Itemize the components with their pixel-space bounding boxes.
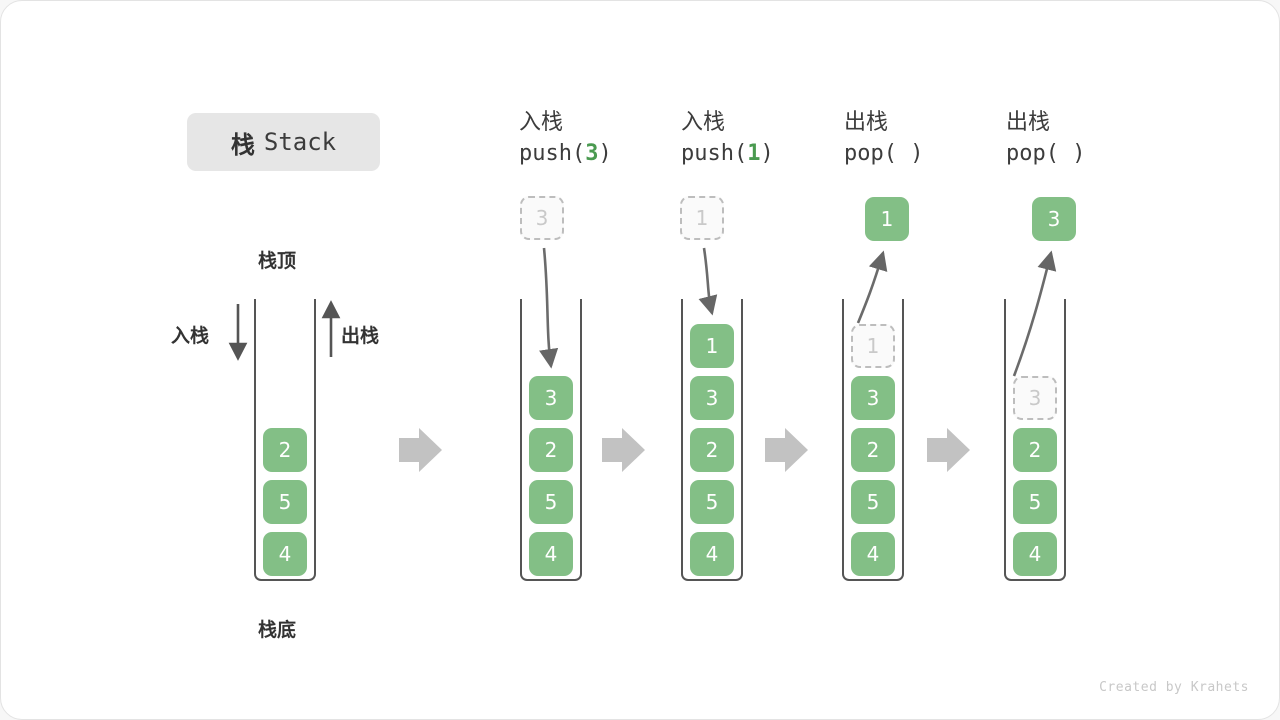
stack-cell-ghost: 3 [1013, 376, 1057, 420]
column-op-label: 入栈 [681, 109, 726, 134]
stack-cell: 1 [690, 324, 734, 368]
stack-bottom-label: 栈底 [258, 620, 297, 641]
column-op-label: 出栈 [844, 109, 889, 134]
stack-pop-1: 4 5 2 3 1 [842, 299, 904, 581]
column-call-label: pop( ) [1006, 141, 1086, 166]
pop-direction-label: 出栈 [341, 326, 380, 347]
title-latin: Stack [263, 128, 337, 156]
stack-push-3: 4 5 2 3 [520, 299, 582, 581]
stack-top-label: 栈顶 [258, 251, 297, 272]
stack-cell: 2 [529, 428, 573, 472]
stack-cell: 5 [1013, 480, 1057, 524]
stack-cell: 4 [851, 532, 895, 576]
stack-cell: 4 [529, 532, 573, 576]
reference-stack: 4 5 2 [254, 299, 316, 581]
column-header-push-1: 入栈 push(1) [681, 107, 851, 171]
stack-cell: 4 [263, 532, 307, 576]
column-header-push-3: 入栈 push(3) [519, 107, 689, 171]
column-op-label: 入栈 [519, 109, 564, 134]
column-header-pop-3: 出栈 pop( ) [1006, 107, 1176, 171]
stack-cell: 5 [851, 480, 895, 524]
stack-cells: 4 5 2 3 1 [681, 316, 743, 576]
floating-cell-pop-1: 1 [865, 197, 909, 241]
stack-cell: 3 [690, 376, 734, 420]
floating-cell-pop-3: 3 [1032, 197, 1076, 241]
title-cjk: 栈 [230, 131, 255, 159]
reference-stack-cells: 4 5 2 [254, 420, 316, 576]
stack-cell: 4 [1013, 532, 1057, 576]
page-title: 栈 Stack [187, 113, 380, 171]
column-op-label: 出栈 [1006, 109, 1051, 134]
stack-cells: 4 5 2 3 [520, 368, 582, 576]
column-call-label: push(3) [519, 141, 612, 166]
stack-cell: 2 [1013, 428, 1057, 472]
stack-cell: 3 [851, 376, 895, 420]
stack-cell: 4 [690, 532, 734, 576]
stack-cell: 5 [263, 480, 307, 524]
stack-cell: 2 [851, 428, 895, 472]
stack-push-1: 4 5 2 3 1 [681, 299, 743, 581]
stack-cell: 3 [529, 376, 573, 420]
transition-arrow-3 [765, 428, 808, 472]
column-call-label: pop( ) [844, 141, 924, 166]
credit-text: Created by Krahets [1099, 680, 1249, 695]
transition-arrow-1 [399, 428, 442, 472]
stack-cell: 2 [690, 428, 734, 472]
column-call-label: push(1) [681, 141, 774, 166]
stack-container-wall [1004, 299, 1066, 581]
stack-container-wall [842, 299, 904, 581]
stack-cells: 4 5 2 3 [1004, 368, 1066, 576]
stack-cell-ghost: 1 [851, 324, 895, 368]
stack-cell: 5 [529, 480, 573, 524]
stack-cell: 2 [263, 428, 307, 472]
stack-container-wall [681, 299, 743, 581]
column-header-pop-1: 出栈 pop( ) [844, 107, 1014, 171]
transition-arrow-4 [927, 428, 970, 472]
floating-cell-push-3: 3 [520, 196, 564, 240]
push-direction-label: 入栈 [171, 326, 210, 347]
stack-pop-3: 4 5 2 3 [1004, 299, 1066, 581]
stack-container-wall [520, 299, 582, 581]
floating-cell-push-1: 1 [680, 196, 724, 240]
transition-arrow-2 [602, 428, 645, 472]
stack-cells: 4 5 2 3 1 [842, 316, 904, 576]
stack-container-wall [254, 299, 316, 581]
stack-cell: 5 [690, 480, 734, 524]
